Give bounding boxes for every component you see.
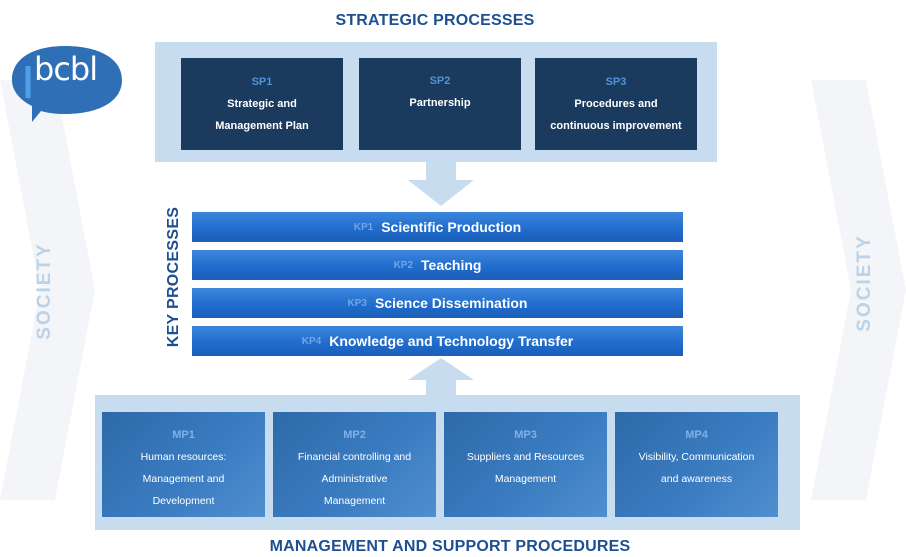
mp1-line3: Development — [152, 495, 215, 507]
society-right-chevron — [811, 80, 906, 500]
sp2-box: SP2 Partnership — [359, 58, 521, 150]
mp2-code: MP2 — [343, 429, 366, 441]
sp1-code: SP1 — [251, 76, 273, 88]
sp3-line1: Procedures and — [574, 98, 658, 110]
sp3-line2: continuous improvement — [550, 120, 682, 132]
sp1-line2: Management Plan — [215, 120, 309, 132]
mp3-box: MP3 Suppliers and Resources Management — [444, 412, 607, 517]
kp1-label: Scientific Production — [381, 219, 522, 235]
society-left-label: SOCIETY — [34, 242, 55, 340]
mp4-line2: and awareness — [660, 473, 733, 485]
mp3-code: MP3 — [514, 429, 537, 441]
kp1-code: KP1 — [353, 221, 374, 233]
kp3-bar: KP3 Science Dissemination — [192, 288, 683, 318]
mp1-code: MP1 — [172, 429, 195, 441]
sp2-line1: Partnership — [409, 97, 471, 109]
kp3-label: Science Dissemination — [374, 295, 528, 311]
mp2-line1: Financial controlling and — [297, 451, 412, 463]
society-left-chevron — [0, 80, 95, 500]
strategic-title: STRATEGIC PROCESSES — [335, 12, 535, 29]
mp4-box: MP4 Visibility, Communication and awaren… — [615, 412, 778, 517]
key-processes-label: KEY PROCESSES — [165, 206, 182, 348]
up-arrow-icon — [408, 358, 474, 398]
mp3-line2: Management — [494, 473, 557, 485]
mp1-box: MP1 Human resources: Management and Deve… — [102, 412, 265, 517]
down-arrow-icon — [408, 160, 474, 206]
sp3-box: SP3 Procedures and continuous improvemen… — [535, 58, 697, 150]
mp2-line2: Administrative — [321, 473, 388, 485]
mp2-line3: Management — [323, 495, 386, 507]
mp4-line1: Visibility, Communication — [638, 451, 755, 463]
kp4-bar: KP4 Knowledge and Technology Transfer — [192, 326, 683, 356]
sp1-line1: Strategic and — [227, 98, 297, 110]
mp2-box: MP2 Financial controlling and Administra… — [273, 412, 436, 517]
mp4-code: MP4 — [685, 429, 708, 441]
logo-text: bcbl — [34, 50, 98, 88]
sp1-box: SP1 Strategic and Management Plan — [181, 58, 343, 150]
mp1-line1: Human resources: — [140, 451, 227, 463]
kp2-label: Teaching — [421, 257, 482, 273]
bcbl-logo — [12, 46, 122, 122]
kp4-label: Knowledge and Technology Transfer — [329, 333, 574, 349]
kp2-bar: KP2 Teaching — [192, 250, 683, 280]
kp1-bar: KP1 Scientific Production — [192, 212, 683, 242]
management-title: MANAGEMENT AND SUPPORT PROCEDURES — [269, 538, 631, 555]
sp3-code: SP3 — [605, 76, 627, 88]
mp3-line1: Suppliers and Resources — [466, 451, 585, 463]
kp2-code: KP2 — [393, 259, 414, 271]
sp2-code: SP2 — [429, 75, 451, 87]
kp4-code: KP4 — [301, 335, 322, 347]
society-right-label: SOCIETY — [854, 234, 875, 332]
kp3-code: KP3 — [347, 297, 367, 309]
mp1-line2: Management and — [142, 473, 225, 485]
